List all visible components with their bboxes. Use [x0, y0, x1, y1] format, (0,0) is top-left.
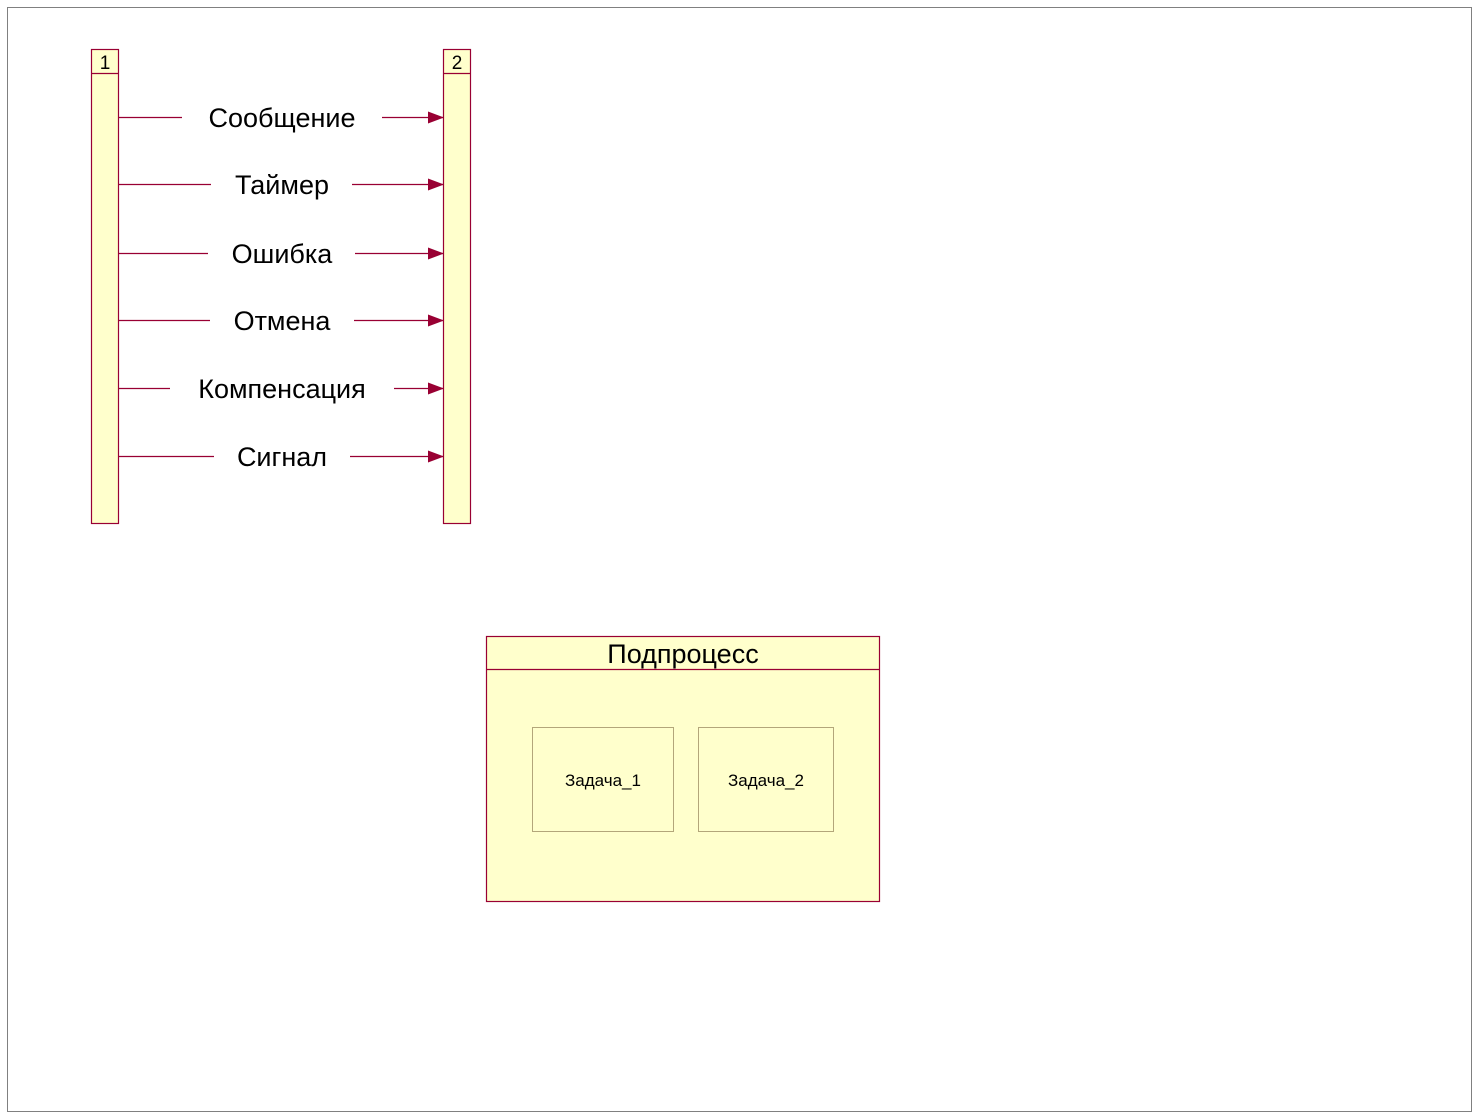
message-flow-0[interactable]: Сообщение: [119, 103, 444, 133]
task-2-box[interactable]: [698, 727, 834, 832]
subprocess-title: Подпроцесс: [607, 639, 758, 669]
message-flow-4[interactable]: Компенсация: [119, 374, 444, 404]
subprocess[interactable]: Подпроцесс Задача_1 Задача_2: [485, 635, 881, 903]
message-flow-2-label: Ошибка: [232, 239, 334, 269]
task-1[interactable]: Задача_1: [532, 727, 674, 832]
task-2[interactable]: Задача_2: [698, 727, 834, 832]
lane-1-label: 1: [100, 53, 111, 74]
message-flow-2[interactable]: Ошибка: [119, 239, 444, 269]
task-2-label: Задача_2: [728, 771, 804, 790]
page-frame: [7, 7, 1472, 1112]
message-flow-4-label: Компенсация: [198, 374, 366, 404]
message-flow-5-label: Сигнал: [237, 442, 327, 472]
message-flow-3[interactable]: Отмена: [119, 306, 444, 336]
message-flow-1-label: Таймер: [235, 170, 329, 200]
task-1-box[interactable]: [532, 727, 674, 832]
message-flow-0-label: Сообщение: [209, 103, 356, 133]
lane-2[interactable]: 2: [442, 48, 472, 525]
lane-2-label: 2: [452, 53, 463, 74]
message-flow-1[interactable]: Таймер: [119, 170, 444, 200]
lane-2-body[interactable]: [442, 48, 472, 525]
task-1-label: Задача_1: [565, 771, 641, 790]
message-flow-5[interactable]: Сигнал: [119, 442, 444, 472]
lane-1[interactable]: 1: [90, 48, 120, 525]
message-flow-3-label: Отмена: [234, 306, 332, 336]
lane-1-body[interactable]: [90, 48, 120, 525]
